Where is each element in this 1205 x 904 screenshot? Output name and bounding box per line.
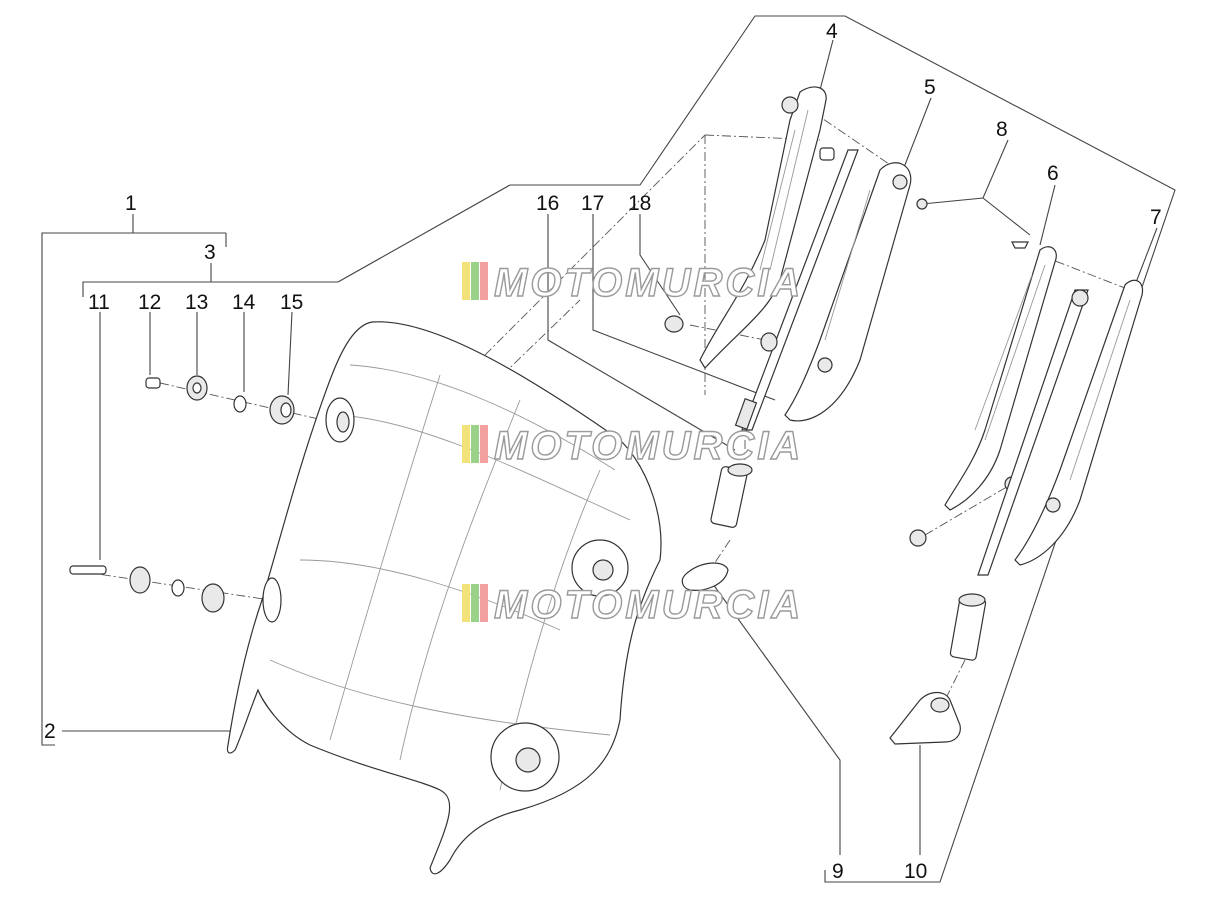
callout-6: 6 xyxy=(1047,162,1059,185)
rod-left xyxy=(741,149,859,431)
screws-8 xyxy=(916,198,1029,249)
bracket-6 xyxy=(909,246,1057,547)
washer-14 xyxy=(233,395,247,413)
callout-18: 18 xyxy=(628,192,651,215)
callout-16: 16 xyxy=(536,192,559,215)
callout-2: 2 xyxy=(44,720,56,743)
bush-18 xyxy=(664,315,684,333)
watermark-text-3: MOTOMURCIA xyxy=(494,583,803,627)
callout-5: 5 xyxy=(924,76,936,99)
callout-13: 13 xyxy=(185,291,208,314)
windscreen xyxy=(226,321,662,875)
callout-7: 7 xyxy=(1150,206,1162,229)
washer-lower xyxy=(171,579,185,597)
callout-14: 14 xyxy=(232,291,256,314)
leader-lines xyxy=(41,15,1176,883)
cover-7 xyxy=(1014,279,1144,566)
callout-4: 4 xyxy=(826,20,838,43)
screw-11 xyxy=(69,565,107,575)
callout-17: 17 xyxy=(581,192,604,215)
watermark: MOTOMURCIA MOTOMURCIA MOTOMURCIA xyxy=(462,260,803,628)
bush-lower xyxy=(201,583,225,613)
callout-11: 11 xyxy=(88,291,110,314)
fastener-set-lower xyxy=(69,565,225,613)
rod-right xyxy=(949,289,1089,661)
callout-10: 10 xyxy=(904,860,927,883)
bracket-4 xyxy=(699,86,827,369)
callout-9: 9 xyxy=(832,860,844,883)
grommet-lower xyxy=(129,566,151,594)
callout-labels: 1 2 3 4 5 6 7 8 9 10 11 12 13 14 15 16 1… xyxy=(44,20,1162,883)
callout-8: 8 xyxy=(996,118,1008,141)
callout-12: 12 xyxy=(138,291,161,314)
cap-9 xyxy=(681,562,729,591)
watermark-text-1: MOTOMURCIA xyxy=(494,261,803,305)
cap-10 xyxy=(889,691,961,745)
callout-15: 15 xyxy=(280,291,303,314)
cover-5 xyxy=(784,162,912,422)
left-bracket-assembly xyxy=(664,86,859,528)
callout-1: 1 xyxy=(125,192,137,215)
callout-3: 3 xyxy=(204,241,216,264)
screw-12 xyxy=(145,377,161,389)
fastener-set-upper xyxy=(145,375,295,425)
watermark-text-2: MOTOMURCIA xyxy=(494,424,803,468)
